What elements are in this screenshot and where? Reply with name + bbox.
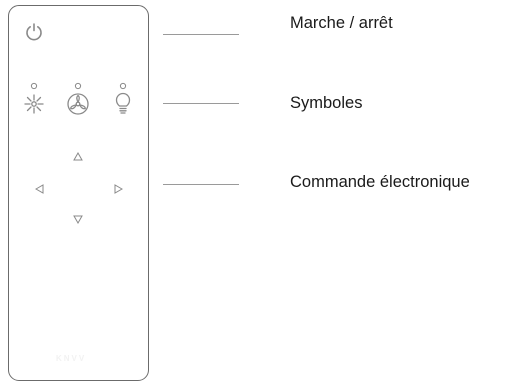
label-symbols: Symboles [290,94,363,112]
leader-line-control [163,184,239,185]
arrow-down-icon[interactable] [73,215,83,224]
indicator-light-1 [30,82,38,90]
remote-control-body [8,5,149,381]
leader-line-power [163,34,239,35]
power-icon[interactable] [24,22,44,42]
leader-line-symbols [163,103,239,104]
indicator-light-2 [74,82,82,90]
bulb-icon[interactable] [114,92,132,116]
arrow-up-icon[interactable] [73,152,83,161]
arrow-right-icon[interactable] [114,184,123,194]
label-power: Marche / arrêt [290,14,393,32]
remote-brand-mark: KNVV [56,354,87,363]
arrow-left-icon[interactable] [35,184,44,194]
indicator-light-3 [119,82,127,90]
label-control: Commande électronique [290,173,470,191]
fan-icon[interactable] [66,92,90,116]
light-rays-icon[interactable] [23,93,45,115]
